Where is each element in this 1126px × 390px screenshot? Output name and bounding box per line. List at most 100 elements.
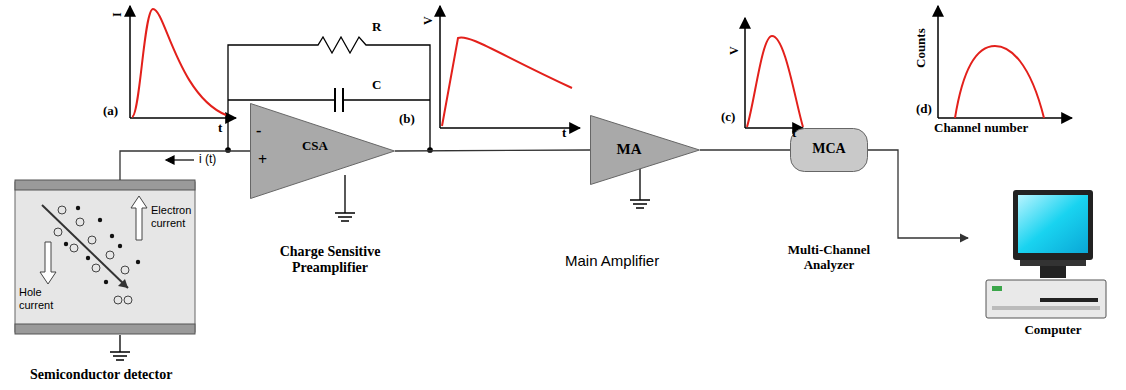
rect-part bbox=[992, 306, 1100, 310]
circle-part bbox=[64, 242, 68, 246]
axis-or-part-label: (a) bbox=[103, 104, 118, 118]
path-part bbox=[132, 9, 226, 117]
signal-wire bbox=[395, 150, 590, 151]
current-arrow bbox=[166, 156, 194, 164]
path-part bbox=[937, 6, 939, 118]
node-heading: Semiconductor detector bbox=[30, 367, 240, 383]
circle-part bbox=[114, 296, 122, 304]
rect-part bbox=[1018, 195, 1088, 253]
circle-part bbox=[124, 296, 132, 304]
rect-part bbox=[992, 286, 1002, 291]
axis-or-part-label: t bbox=[218, 121, 222, 135]
computer-icon bbox=[986, 190, 1106, 318]
path-part bbox=[129, 6, 131, 118]
path-part bbox=[40, 242, 56, 284]
path-part bbox=[130, 117, 236, 119]
path-part bbox=[131, 196, 147, 240]
axis-or-part-label: (c) bbox=[721, 110, 735, 124]
path-part bbox=[439, 6, 441, 128]
circle-part bbox=[118, 244, 122, 248]
plot-c bbox=[745, 18, 803, 128]
axis-or-part-label: - bbox=[256, 122, 261, 140]
signal-wire bbox=[868, 150, 968, 238]
g-part bbox=[54, 206, 132, 304]
path-part bbox=[166, 156, 174, 164]
node-heading: Multi-Channel Analyzer bbox=[774, 243, 884, 273]
path-part bbox=[440, 127, 580, 129]
analyzer-box bbox=[791, 129, 868, 172]
plot-a bbox=[130, 6, 236, 118]
axis-or-part-label: C bbox=[372, 78, 381, 92]
circle-part bbox=[70, 244, 78, 252]
circle-part bbox=[58, 206, 66, 214]
node-label: MA bbox=[604, 141, 654, 158]
axis-or-part-label: Counts bbox=[914, 28, 928, 68]
node-label: Electron current bbox=[151, 204, 195, 229]
current-label: i (t) bbox=[198, 153, 217, 166]
rect-part bbox=[986, 280, 1106, 318]
path-part bbox=[442, 38, 572, 126]
axis-or-part-label: R bbox=[372, 20, 381, 34]
path-part bbox=[335, 175, 355, 221]
node-heading: Charge Sensitive Preamplifier bbox=[250, 244, 410, 276]
path-part bbox=[1040, 298, 1098, 302]
detector-body bbox=[15, 180, 195, 334]
path-part bbox=[335, 88, 343, 112]
amplifier-triangle bbox=[591, 116, 700, 185]
node-box: Computer bbox=[968, 185, 1113, 335]
axis-or-part-label: (b) bbox=[399, 112, 415, 126]
node-box: MCAMulti-Channel Analyzer bbox=[790, 128, 868, 172]
axis-or-part-label: Channel number bbox=[934, 121, 1028, 135]
circle-part bbox=[428, 148, 432, 152]
path-part bbox=[42, 205, 128, 288]
axis-or-part-label: V bbox=[728, 46, 741, 55]
circle-part bbox=[110, 234, 114, 238]
node-label: Hole current bbox=[19, 286, 63, 311]
circle-part bbox=[106, 251, 114, 259]
signal-wire bbox=[700, 149, 790, 150]
path-part bbox=[630, 168, 650, 208]
node-box: CSACharge Sensitive Preamplifier bbox=[250, 103, 395, 199]
node-label: Computer bbox=[998, 323, 1108, 338]
circle-part bbox=[92, 264, 100, 272]
node-box: Electron currentHole currentSemiconducto… bbox=[15, 180, 195, 335]
node-shape bbox=[590, 115, 700, 185]
signal-wire bbox=[120, 151, 250, 180]
node-label: CSA bbox=[290, 139, 340, 154]
amplifier-triangle bbox=[251, 104, 395, 199]
circle-part bbox=[86, 256, 90, 260]
axis-or-part-label: I bbox=[111, 12, 124, 17]
axis-or-part-label: V bbox=[422, 16, 435, 25]
path-part bbox=[938, 117, 1072, 119]
path-part bbox=[955, 46, 1044, 118]
circle-part bbox=[76, 218, 84, 226]
axis-or-part-label: + bbox=[258, 151, 267, 169]
path-part bbox=[228, 99, 430, 100]
rect-part bbox=[1020, 260, 1086, 266]
node-label: MCA bbox=[790, 141, 868, 157]
circle-part bbox=[121, 266, 129, 274]
path-part bbox=[744, 18, 746, 128]
node-box: MAMain Amplifier bbox=[590, 115, 700, 185]
axis-or-part-label: t bbox=[792, 126, 796, 140]
plot-d bbox=[938, 6, 1072, 118]
rect-part bbox=[15, 180, 195, 190]
node-heading: Main Amplifier bbox=[565, 252, 715, 269]
circle-part bbox=[54, 228, 62, 236]
path-part bbox=[110, 335, 130, 360]
circle-part bbox=[98, 218, 102, 222]
plot-b bbox=[440, 6, 580, 128]
axis-or-part-label: t bbox=[562, 126, 566, 140]
path-part bbox=[747, 36, 803, 127]
rect-part bbox=[15, 182, 195, 332]
circle-part bbox=[104, 280, 108, 284]
g-part bbox=[64, 206, 140, 284]
circle-part bbox=[76, 206, 80, 210]
circle-part bbox=[88, 236, 96, 244]
axis-or-part-label: (d) bbox=[916, 102, 932, 116]
rect-part bbox=[15, 324, 195, 334]
path-part bbox=[118, 279, 128, 288]
